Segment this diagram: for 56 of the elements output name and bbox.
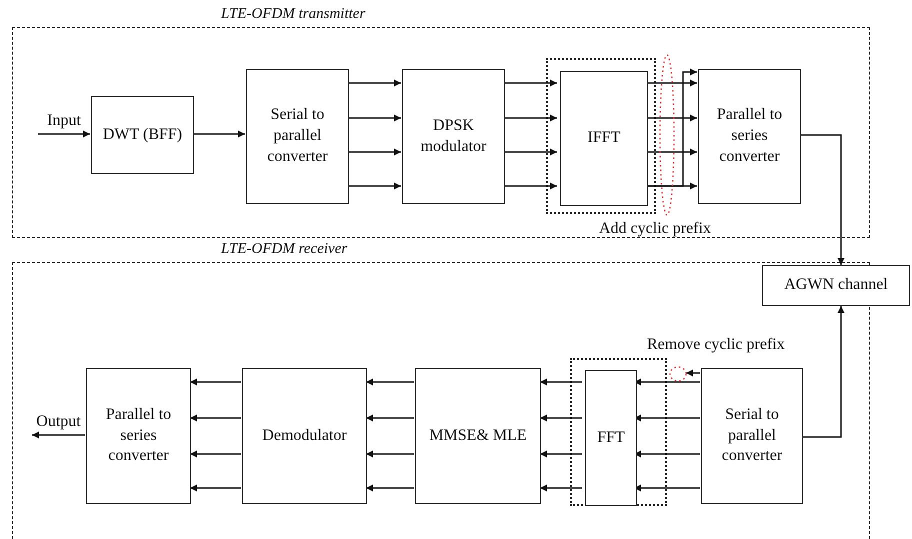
arrow	[190, 414, 241, 422]
arrow	[190, 450, 241, 458]
arrow	[366, 414, 414, 422]
arrow	[38, 130, 90, 138]
arrow	[504, 114, 557, 122]
process-box	[86, 368, 191, 504]
arrow	[190, 484, 241, 492]
arrow	[504, 80, 557, 86]
arrow	[802, 306, 844, 438]
process-box	[560, 71, 648, 206]
arrow	[348, 148, 401, 156]
process-box	[415, 368, 541, 504]
arrow	[32, 432, 85, 438]
arrow	[504, 182, 557, 190]
edge-label: Output	[35, 413, 82, 431]
block-label: MMSE& MLE	[429, 426, 527, 446]
arrow	[800, 134, 844, 265]
arrow	[686, 370, 700, 376]
process-box	[242, 368, 367, 504]
block-label: Demodulator	[262, 426, 347, 446]
block-label: Parallel to series converter	[104, 404, 172, 466]
annotation-text: Add cyclic prefix	[599, 220, 711, 238]
process-box	[91, 96, 194, 174]
block-label: Parallel to series converter	[716, 105, 784, 167]
group-title: LTE-OFDM receiver	[221, 241, 348, 258]
arrow	[348, 80, 401, 86]
arrow	[504, 148, 557, 156]
arrow	[348, 114, 401, 122]
process-box	[402, 69, 505, 204]
edge-label: Input	[46, 112, 82, 130]
cyclic-prefix-marker	[659, 54, 675, 216]
annotation-text: Remove cyclic prefix	[647, 336, 785, 354]
process-box	[701, 368, 803, 504]
block-label: DPSK modulator	[420, 116, 488, 156]
block-label: IFFT	[588, 128, 620, 148]
arrow	[190, 378, 241, 386]
arrow	[366, 378, 414, 386]
arrow	[366, 450, 414, 458]
block-label: FFT	[597, 428, 625, 448]
arrow	[540, 414, 582, 422]
block-label: Serial to parallel converter	[720, 404, 784, 466]
arrow	[348, 182, 401, 190]
process-box	[762, 265, 910, 306]
block-label: Serial to parallel converter	[266, 105, 329, 167]
cyclic-prefix-marker	[669, 366, 687, 382]
arrow	[540, 378, 582, 386]
process-box	[246, 69, 349, 204]
arrow	[540, 450, 582, 458]
process-box	[698, 69, 801, 204]
group-title: LTE-OFDM transmitter	[221, 6, 366, 23]
arrow	[193, 130, 245, 138]
block-label: AGWN channel	[784, 275, 888, 296]
arrow	[540, 484, 582, 492]
process-box	[585, 370, 637, 506]
arrow	[366, 484, 414, 492]
block-label: DWT (BFF)	[102, 124, 182, 145]
